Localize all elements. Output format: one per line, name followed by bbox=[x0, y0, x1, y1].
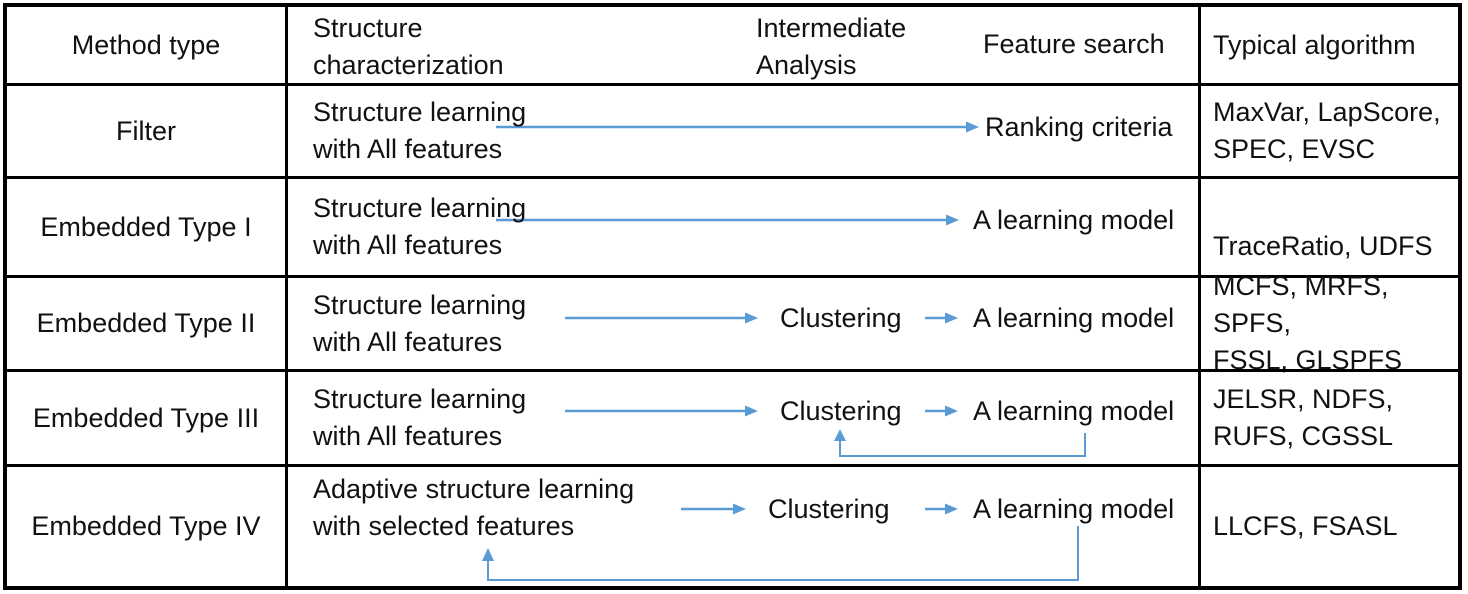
clustering-label: Clustering bbox=[780, 396, 902, 426]
clustering-label: Clustering bbox=[780, 303, 902, 333]
algorithm-cell: TraceRatio, UDFS bbox=[1198, 176, 1458, 275]
algorithm-line: SPEC, EVSC bbox=[1213, 134, 1376, 164]
flow-cell: Structure learning with All features Ran… bbox=[285, 83, 1198, 176]
algorithm-line: MaxVar, LapScore, bbox=[1213, 97, 1441, 127]
flow-diagram bbox=[496, 121, 979, 133]
method-type-label: Embedded Type III bbox=[32, 402, 260, 433]
method-type-cell: Embedded Type II bbox=[7, 275, 285, 369]
structure-text: Adaptive structure learning with selecte… bbox=[313, 474, 635, 541]
header-structure-characterization: Structure characterization bbox=[313, 13, 504, 80]
structure-text: Structure learning with All features bbox=[313, 97, 527, 164]
flow-diagram bbox=[496, 214, 959, 226]
feedback-line bbox=[839, 433, 1086, 457]
header-method-type-label: Method type bbox=[71, 29, 221, 60]
arrow-right-icon bbox=[945, 503, 958, 515]
algorithm-cell: LLCFS, FSASL bbox=[1198, 464, 1458, 586]
arrow-right-icon bbox=[745, 312, 758, 324]
structure-text: Structure learning with All features bbox=[313, 193, 527, 260]
arrow-right-icon bbox=[733, 503, 746, 515]
method-type-cell: Embedded Type IV bbox=[7, 464, 285, 586]
flow-cell: Structure learning with All features A l… bbox=[285, 176, 1198, 275]
flow-cell: Structure learning with All features Clu… bbox=[285, 369, 1198, 464]
algorithm-line: RUFS, CGSSL bbox=[1213, 421, 1394, 451]
algorithm-cell: MCFS, MRFS, SPFS, FSSL, GLSPFS bbox=[1198, 271, 1458, 375]
arrow-right-icon bbox=[945, 312, 958, 324]
method-type-cell: Embedded Type III bbox=[7, 369, 285, 464]
flow-diagram bbox=[565, 312, 958, 324]
structure-text: Structure learning with All features bbox=[313, 289, 527, 357]
arrow-right-icon bbox=[946, 214, 959, 226]
arrow-right-icon bbox=[966, 121, 979, 133]
method-type-label: Embedded Type IV bbox=[31, 511, 261, 541]
arrow-right-icon bbox=[745, 405, 758, 417]
method-type-label: Embedded Type II bbox=[36, 308, 256, 338]
feature-label: Ranking criteria bbox=[985, 112, 1173, 142]
method-type-cell: Filter bbox=[7, 83, 285, 176]
structure-text: Structure learning with All features bbox=[313, 384, 527, 451]
header-intermediate-analysis: Intermediate Analysis bbox=[756, 13, 907, 80]
header-method-type: Method type bbox=[7, 7, 285, 83]
flow-cell: Adaptive structure learning with selecte… bbox=[285, 464, 1198, 586]
feature-label: A learning model bbox=[973, 205, 1175, 235]
flow-diagram bbox=[565, 405, 1086, 457]
arrow-up-icon bbox=[482, 548, 494, 561]
flow-cell: Structure learning with All features Clu… bbox=[285, 275, 1198, 369]
feature-label: A learning model bbox=[973, 494, 1175, 524]
algorithm-line: LLCFS, FSASL bbox=[1213, 511, 1398, 541]
algorithm-cell: MaxVar, LapScore, SPEC, EVSC bbox=[1198, 83, 1458, 176]
algorithm-line: MCFS, MRFS, SPFS, bbox=[1213, 271, 1389, 338]
header-middle-cell: Structure characterization Intermediate … bbox=[285, 7, 1198, 83]
arrow-up-icon bbox=[834, 429, 846, 441]
method-type-cell: Embedded Type I bbox=[7, 176, 285, 275]
feature-label: A learning model bbox=[973, 303, 1175, 333]
method-comparison-table: Method type Structure characterization I… bbox=[3, 3, 1462, 590]
feature-label: A learning model bbox=[973, 396, 1175, 426]
arrow-right-icon bbox=[945, 405, 958, 417]
header-typical-algorithm: Typical algorithm bbox=[1198, 7, 1458, 83]
header-feature-search: Feature search bbox=[983, 29, 1165, 59]
method-type-label: Embedded Type I bbox=[40, 211, 252, 242]
flow-diagram bbox=[482, 503, 1079, 581]
clustering-label: Clustering bbox=[768, 494, 890, 524]
algorithm-line: TraceRatio, UDFS bbox=[1213, 231, 1433, 261]
feedback-line bbox=[487, 526, 1079, 581]
method-type-label: Filter bbox=[116, 115, 176, 146]
algorithm-line: JELSR, NDFS, bbox=[1213, 384, 1394, 414]
algorithm-cell: JELSR, NDFS, RUFS, CGSSL bbox=[1198, 369, 1458, 464]
